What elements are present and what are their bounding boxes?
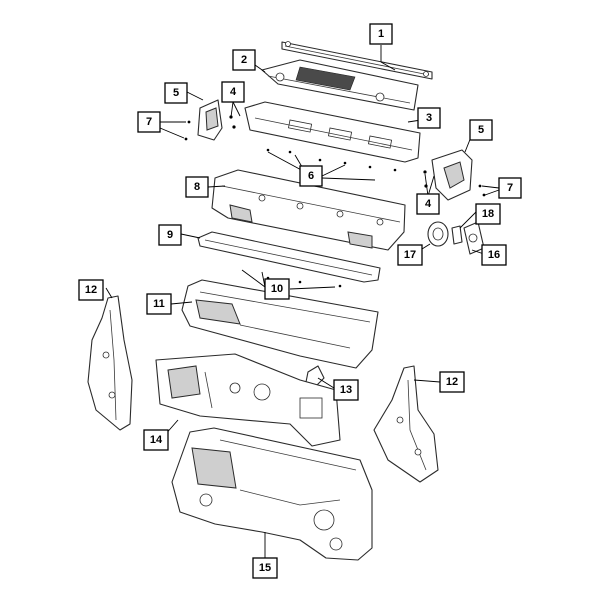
callout-5-left: 5 <box>164 82 188 104</box>
callout-18-label: 18 <box>482 208 494 220</box>
callout-13: 13 <box>333 379 359 401</box>
part-16-module-plate <box>463 221 485 255</box>
callout-12-left: 12 <box>78 279 104 301</box>
callout-5-right: 5 <box>469 119 493 141</box>
callout-8: 8 <box>185 176 209 198</box>
part-5-left-side-bracket <box>197 99 223 141</box>
callout-12-right-label: 12 <box>446 376 458 388</box>
callout-7-left: 7 <box>137 111 161 133</box>
part-9-cross-rail <box>197 231 381 283</box>
callout-14: 14 <box>143 429 169 451</box>
callout-1-label: 1 <box>378 28 384 40</box>
callout-12-left-label: 12 <box>85 284 97 296</box>
callout-9-label: 9 <box>167 229 173 241</box>
callout-10: 10 <box>264 278 290 300</box>
callout-14-label: 14 <box>150 434 163 446</box>
callout-6-label: 6 <box>308 170 314 182</box>
callout-7-right: 7 <box>498 177 522 199</box>
callout-5-right-label: 5 <box>478 124 484 136</box>
part-12-right-pillar-reinforcement <box>373 365 439 483</box>
callout-11: 11 <box>146 293 172 315</box>
leader-lines <box>105 45 500 558</box>
part-18-clip <box>451 225 463 245</box>
callout-11-label: 11 <box>153 298 165 310</box>
callout-5-left-label: 5 <box>173 87 179 99</box>
callout-8-label: 8 <box>194 181 200 193</box>
callout-3-label: 3 <box>426 112 432 124</box>
callout-2: 2 <box>232 49 256 71</box>
callout-15: 15 <box>252 557 278 579</box>
callout-13-label: 13 <box>340 384 352 396</box>
callout-4-upper: 4 <box>221 81 245 103</box>
part-2-cowl-grille-panel <box>261 59 419 111</box>
callout-12-right: 12 <box>439 371 465 393</box>
callout-9: 9 <box>158 224 182 246</box>
callout-2-label: 2 <box>241 54 247 66</box>
part-8-cowl-lower-panel <box>211 169 406 251</box>
part-13-small-bracket <box>305 365 325 387</box>
callout-4-lower: 4 <box>416 193 440 215</box>
part-3-cowl-upper-panel <box>244 101 421 163</box>
callout-1: 1 <box>369 23 393 45</box>
callout-17-label: 17 <box>404 249 416 261</box>
part-15-main-dash-panel <box>171 427 373 561</box>
callout-16-label: 16 <box>488 249 500 261</box>
part-5-right-side-bracket <box>431 149 473 201</box>
callout-3: 3 <box>417 107 441 129</box>
callout-17: 17 <box>397 244 423 266</box>
part-12-left-pillar-reinforcement <box>87 295 133 431</box>
callout-16: 16 <box>481 244 507 266</box>
callout-4-lower-label: 4 <box>425 198 432 210</box>
callout-4-upper-label: 4 <box>230 86 237 98</box>
part-17-grommet <box>427 221 449 247</box>
callout-15-label: 15 <box>259 562 271 574</box>
callout-7-left-label: 7 <box>146 116 152 128</box>
part-11-cowl-lower-shelf <box>181 279 379 369</box>
callout-18: 18 <box>475 203 501 225</box>
callout-10-label: 10 <box>271 283 283 295</box>
part-14-dash-panel <box>155 353 341 447</box>
callout-7-right-label: 7 <box>507 182 513 194</box>
callout-6: 6 <box>299 165 323 187</box>
